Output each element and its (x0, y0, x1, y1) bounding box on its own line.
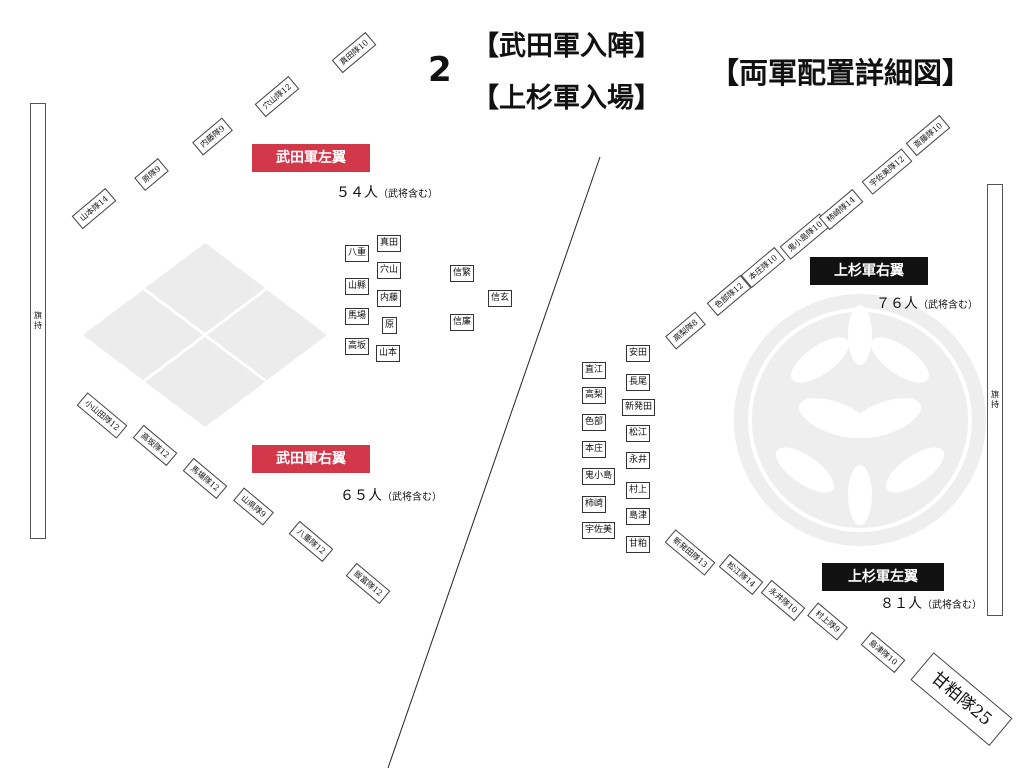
takeda-general: 真田 (377, 235, 402, 252)
uesugi-left-wing-count: ８１人（武将含む） (880, 593, 982, 613)
uesugi-general: 安田 (626, 345, 651, 362)
crest-leaf (848, 465, 872, 525)
crest-diamond-right (207, 290, 327, 380)
uesugi-general: 直江 (582, 362, 607, 379)
uesugi-general: 島津 (626, 508, 651, 525)
uesugi-general: 鬼小島 (582, 468, 616, 485)
crest-bird-wing (848, 398, 922, 438)
takeda-general: 山本 (376, 345, 401, 362)
takeda-general: 信玄 (488, 290, 513, 307)
uesugi-flag-bearer: 旗持 (987, 184, 1003, 616)
crest-leaf (848, 305, 872, 365)
takeda-general: 馬場 (345, 308, 370, 325)
flag-label: 旗持 (991, 390, 999, 409)
crest-leaf (791, 337, 849, 383)
uesugi-general: 色部 (582, 414, 607, 431)
takeda-general: 原 (382, 317, 398, 334)
takeda-crest-icon (83, 243, 327, 427)
uesugi-right-wing-count: ７６人（武将含む） (876, 293, 978, 313)
uesugi-general: 松江 (626, 425, 651, 442)
uesugi-general: 本庄 (582, 441, 607, 458)
takeda-general: 穴山 (377, 262, 402, 279)
takeda-left-wing-count: ５４人（武将含む） (336, 182, 438, 202)
takeda-general: 信廉 (450, 314, 475, 331)
crest-diamond-bottom (145, 337, 265, 427)
uesugi-general: 甘粕 (626, 536, 651, 553)
uesugi-crest-icon (734, 294, 986, 546)
count-value: ６５人 (340, 488, 382, 504)
title-uesugi-entry: 【上杉軍入場】 (472, 83, 661, 114)
crest-diamond-left (83, 290, 203, 380)
takeda-general: 高坂 (345, 338, 370, 355)
takeda-general: 山縣 (345, 278, 370, 295)
takeda-flag-bearer: 旗持 (30, 103, 46, 539)
takeda-right-wing-count: ６５人（武将含む） (340, 485, 442, 505)
crest-leaf (886, 447, 944, 493)
takeda-right-wing-label: 武田軍右翼 (252, 445, 370, 473)
crest-diamond-top (145, 243, 265, 333)
count-value: ８１人 (880, 596, 922, 612)
uesugi-general: 長尾 (626, 374, 651, 391)
title-takeda-entry: 【武田軍入陣】 (472, 31, 661, 62)
page-number: 2 (428, 50, 452, 90)
count-note: （武将含む） (378, 189, 438, 200)
takeda-general: 八重 (345, 245, 370, 262)
uesugi-general: 新発田 (622, 399, 656, 416)
count-note: （武将含む） (382, 492, 442, 503)
count-value: ５４人 (336, 185, 378, 201)
uesugi-general: 永井 (626, 452, 651, 469)
count-note: （武将含む） (922, 600, 982, 611)
takeda-general: 内藤 (377, 290, 402, 307)
crest-leaf (871, 337, 929, 383)
uesugi-left-wing-label: 上杉軍左翼 (822, 563, 944, 591)
takeda-left-wing-label: 武田軍左翼 (252, 144, 370, 172)
takeda-general: 信繁 (450, 265, 475, 282)
title-main: 【両軍配置詳細図】 (710, 56, 972, 90)
uesugi-general: 柿崎 (582, 496, 607, 513)
count-note: （武将含む） (918, 300, 978, 311)
uesugi-general: 宇佐美 (582, 522, 616, 539)
crest-leaf (776, 447, 834, 493)
count-value: ７６人 (876, 296, 918, 312)
uesugi-general: 高梨 (582, 387, 607, 404)
flag-label: 旗持 (34, 311, 42, 330)
divider-line (387, 156, 601, 768)
uesugi-general: 村上 (626, 482, 651, 499)
uesugi-right-wing-label: 上杉軍右翼 (810, 257, 928, 285)
